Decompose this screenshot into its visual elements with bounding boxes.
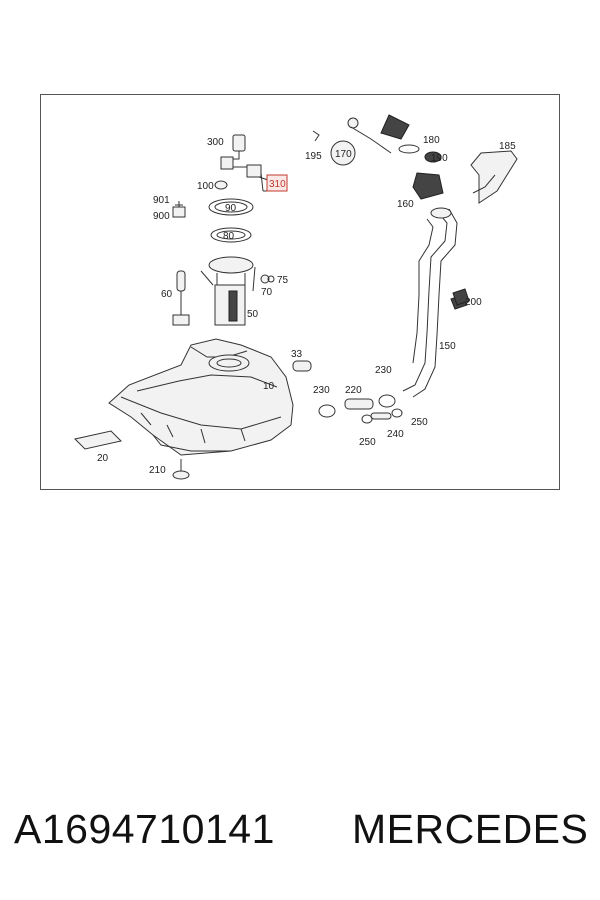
- brand-name: MERCEDES: [352, 806, 589, 852]
- callout-190: 190: [431, 153, 448, 164]
- hoses-clamps-drawing: [292, 360, 403, 424]
- misc-parts-drawing: [74, 274, 470, 480]
- callout-185: 185: [499, 141, 516, 152]
- callout-10: 10: [263, 381, 275, 392]
- callout-310-highlighted: 310: [269, 179, 286, 190]
- callout-170: 170: [335, 149, 352, 160]
- callout-60: 60: [161, 289, 173, 300]
- callout-150: 150: [439, 341, 456, 352]
- fuel-pump-module-drawing: [200, 256, 256, 326]
- callout-300: 300: [207, 137, 224, 148]
- callout-210: 210: [149, 465, 166, 476]
- callout-80: 80: [223, 231, 235, 242]
- callout-195: 195: [305, 151, 322, 162]
- callout-250-right: 250: [411, 417, 428, 428]
- callout-200: 200: [465, 297, 482, 308]
- callout-240: 240: [387, 429, 404, 440]
- callout-180: 180: [423, 135, 440, 146]
- callout-90: 90: [225, 203, 237, 214]
- seal-rings-drawing: [208, 198, 254, 243]
- part-number: A1694710141: [14, 806, 275, 852]
- callout-250-left: 250: [359, 437, 376, 448]
- callout-75: 75: [277, 275, 289, 286]
- filler-neck-drawing: [402, 150, 518, 398]
- callout-50: 50: [247, 309, 259, 320]
- callout-70: 70: [261, 287, 273, 298]
- parts-diagram-frame: 300 195 170 180 190 185 310 100 90 901 9…: [40, 94, 560, 490]
- callout-100: 100: [197, 181, 214, 192]
- level-sender-drawing: [172, 270, 190, 326]
- callout-901: 901: [153, 195, 170, 206]
- highlight-box-310: [266, 174, 288, 192]
- callout-230-left: 230: [313, 385, 330, 396]
- connector-harness-drawing: [172, 134, 272, 218]
- callout-220: 220: [345, 385, 362, 396]
- callout-33: 33: [291, 349, 303, 360]
- callout-900: 900: [153, 211, 170, 222]
- fuel-tank-drawing: [108, 338, 294, 456]
- filler-cap-drawing: [312, 114, 444, 200]
- callout-230-right: 230: [375, 365, 392, 376]
- fuel-system-exploded-diagram: 300 195 170 180 190 185 310 100 90 901 9…: [74, 114, 518, 480]
- callout-labels: 300 195 170 180 190 185 310 100 90 901 9…: [97, 135, 516, 476]
- callout-160: 160: [397, 199, 414, 210]
- callout-20: 20: [97, 453, 109, 464]
